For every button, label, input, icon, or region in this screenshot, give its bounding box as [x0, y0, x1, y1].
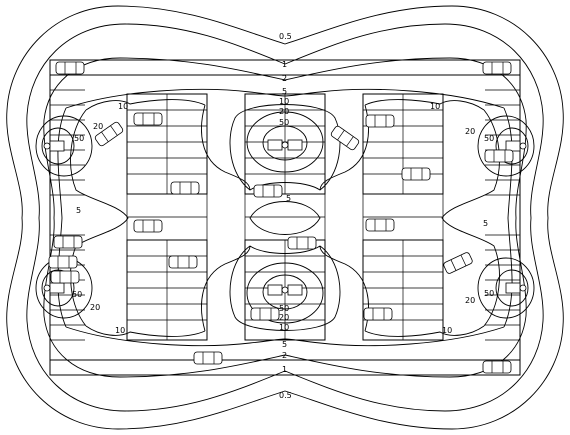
contour-10-center-top — [229, 104, 341, 191]
label-5-left: 5 — [76, 206, 81, 215]
label-20-center-bottom: 20 — [279, 313, 289, 322]
car — [253, 184, 283, 198]
label-50-right-top: 50 — [484, 134, 494, 143]
car — [168, 255, 198, 269]
label-1-bottom: 1 — [282, 365, 287, 374]
contour-5-right — [503, 107, 513, 328]
contour-10-upper-right — [364, 99, 485, 111]
contour-10-lower-right — [364, 325, 485, 337]
car — [365, 218, 395, 232]
car — [330, 125, 360, 151]
light-pole-right-bottom — [505, 282, 527, 294]
contour-2 — [43, 57, 527, 378]
label-20-center-top: 20 — [279, 107, 289, 116]
car — [94, 121, 124, 147]
label-2-bottom: 2 — [282, 351, 287, 360]
car — [484, 149, 514, 163]
lot-inner-boundary — [49, 74, 521, 361]
label-50-center-bottom: 50 — [279, 304, 289, 313]
contour-10-left-pocket-bottom — [201, 245, 251, 332]
light-pole-right-top — [505, 140, 527, 152]
contour-20-right-top — [477, 115, 535, 177]
contour-50-right-bottom — [495, 269, 529, 307]
contour-10-left-pocket-top — [201, 104, 251, 191]
contour-50-right-top — [495, 127, 529, 165]
car — [401, 167, 431, 181]
label-20-right-bottom: 20 — [465, 296, 475, 305]
contour-10-right-pocket-bottom — [319, 245, 369, 332]
contour-labels: 0.5 0.5 1 1 2 2 5 5 5 5 5 10 10 10 10 10… — [72, 32, 494, 400]
contour-10-upper-left — [85, 99, 206, 111]
label-20-left-bottom: 20 — [90, 303, 100, 312]
label-50-left-bottom: 50 — [72, 290, 82, 299]
label-10-lower-left: 10 — [115, 326, 125, 335]
car — [250, 307, 280, 321]
contour-10-lower-left — [85, 325, 206, 337]
car — [133, 112, 163, 126]
car — [482, 360, 512, 374]
left-island — [126, 93, 208, 341]
contour-5-left — [57, 107, 67, 328]
parking-lot — [49, 59, 521, 376]
label-10-upper-right: 10 — [430, 102, 440, 111]
outer-contours — [6, 5, 564, 430]
label-5-right: 5 — [483, 219, 488, 228]
label-5-top: 5 — [282, 87, 287, 96]
label-10-center-bottom: 10 — [279, 323, 289, 332]
label-10-lower-right: 10 — [442, 326, 452, 335]
light-pole-left-bottom — [43, 282, 65, 294]
contour-0-5 — [6, 5, 564, 430]
contour-5-center-lens — [249, 201, 321, 235]
contour-10-center-bottom — [229, 245, 341, 331]
car — [287, 236, 317, 250]
car — [363, 307, 393, 321]
label-5-bottom: 5 — [282, 340, 287, 349]
label-50-right-bottom: 50 — [484, 289, 494, 298]
label-2-top: 2 — [282, 74, 287, 83]
label-0-5-top: 0.5 — [279, 32, 292, 41]
label-0-5-bottom: 0.5 — [279, 391, 292, 400]
light-pole-center-top — [267, 139, 303, 151]
right-island — [362, 93, 444, 341]
car — [443, 252, 473, 274]
label-20-left-top: 20 — [93, 122, 103, 131]
car — [482, 61, 512, 75]
light-pole-left-top — [43, 140, 65, 152]
car — [365, 114, 395, 128]
car — [50, 270, 80, 284]
contour-1 — [26, 23, 544, 412]
label-10-center-top: 10 — [279, 97, 289, 106]
contour-20-right-bottom — [477, 257, 535, 319]
car — [48, 255, 78, 269]
contour-50-left-top — [41, 127, 75, 165]
car — [55, 61, 85, 75]
label-5-center: 5 — [286, 194, 291, 203]
car — [170, 181, 200, 195]
car — [193, 351, 223, 365]
right-edge-stalls — [485, 89, 520, 341]
light-pole-center-bottom — [267, 284, 303, 296]
contour-10-right-pocket-top — [319, 104, 369, 191]
label-20-right-top: 20 — [465, 127, 475, 136]
parked-cars — [48, 61, 514, 374]
contour-50-left-bottom — [41, 269, 75, 307]
car — [133, 219, 163, 233]
label-1-top: 1 — [282, 60, 287, 69]
label-10-upper-left: 10 — [118, 102, 128, 111]
car — [53, 235, 83, 249]
label-50-center-top: 50 — [279, 118, 289, 127]
label-50-left-top: 50 — [74, 134, 84, 143]
contour-20-left-top — [35, 115, 93, 177]
